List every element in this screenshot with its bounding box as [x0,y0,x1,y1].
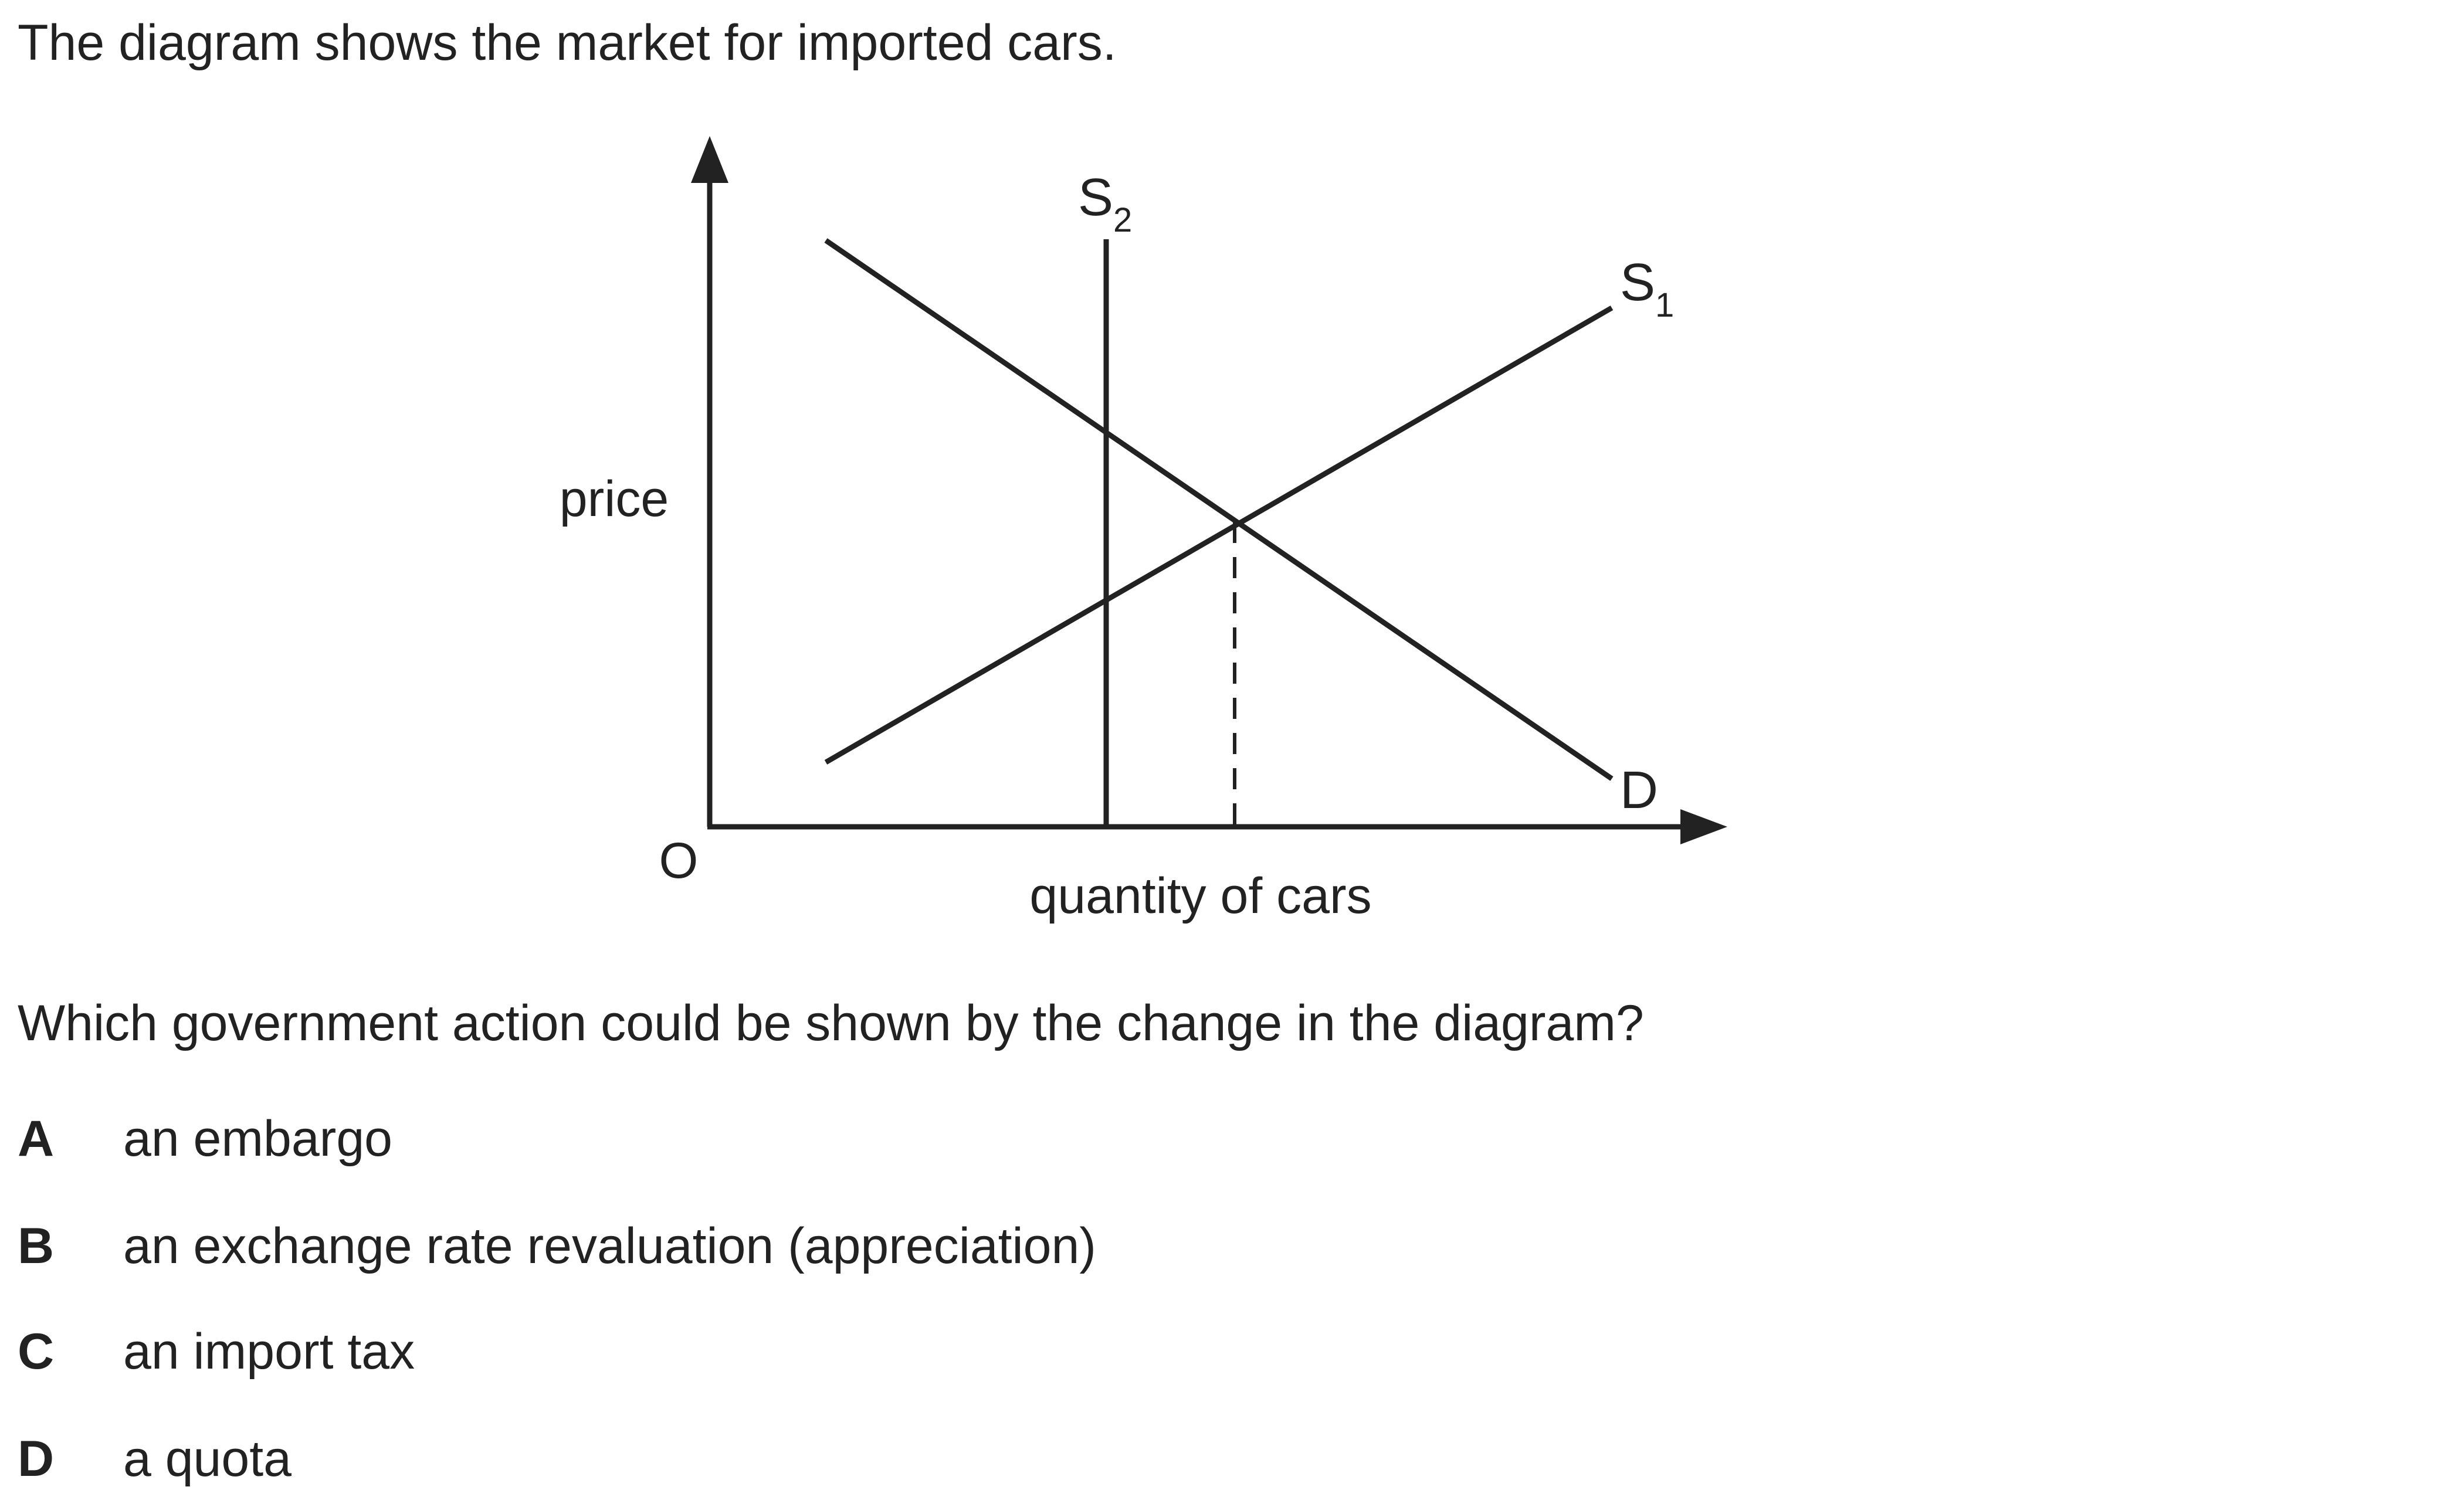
s1-label: S1 [1620,253,1674,324]
y-axis-arrowhead [691,136,728,183]
x-axis-label: quantity of cars [1029,868,1371,924]
answer-option-a[interactable]: A an embargo [18,1106,392,1171]
option-letter: C [18,1323,55,1380]
x-axis-arrowhead [1680,809,1727,844]
d-label: D [1620,761,1658,820]
option-text: an exchange rate revaluation (appreciati… [123,1218,1096,1274]
demand-curve [824,238,1614,781]
option-letter: B [18,1218,55,1274]
option-text: an import tax [123,1323,415,1380]
y-axis-label: price [560,471,669,527]
s2-label: S2 [1078,168,1132,239]
supply-curve-s1 [824,305,1614,765]
answer-option-b[interactable]: B an exchange rate revaluation (apprecia… [18,1214,1096,1278]
question-intro: The diagram shows the market for importe… [18,15,1117,71]
option-text: a quota [123,1431,292,1487]
option-text: an embargo [123,1111,392,1167]
option-letter: D [18,1431,55,1487]
answer-option-d[interactable]: D a quota [18,1427,292,1491]
question-prompt: Which government action could be shown b… [18,995,1644,1051]
origin-label: O [659,833,699,889]
answer-option-c[interactable]: C an import tax [18,1319,415,1384]
option-letter: A [18,1111,55,1167]
